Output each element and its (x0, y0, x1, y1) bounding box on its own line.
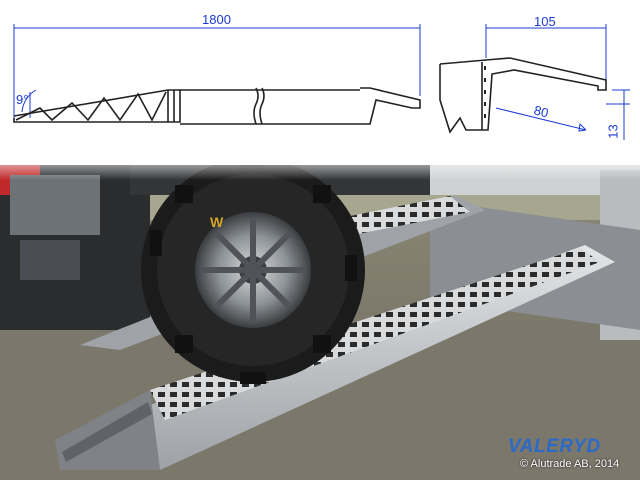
svg-text:W: W (210, 214, 224, 230)
ramp-side-view-drawing (13, 24, 630, 140)
length-dimension-label: 1800 (202, 12, 231, 27)
angle-dimension-label: 9° (16, 92, 29, 107)
copyright-text: © Alutrade AB, 2014 (520, 458, 620, 470)
valeryd-logo: VALERYD (508, 436, 601, 457)
section-height-label: 13 (605, 124, 621, 139)
section-width-label: 105 (534, 14, 556, 29)
